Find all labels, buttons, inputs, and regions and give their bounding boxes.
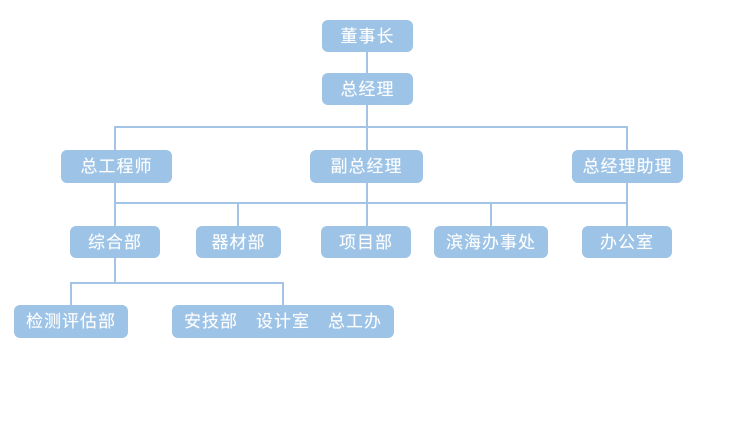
connector-line-vertical bbox=[366, 183, 368, 226]
org-node-safety-design-chief: 安技部 设计室 总工办 bbox=[172, 305, 394, 338]
connector-line-horizontal bbox=[114, 126, 628, 128]
org-node-office: 办公室 bbox=[582, 226, 672, 258]
org-node-project-dept: 项目部 bbox=[321, 226, 411, 258]
connector-line-vertical bbox=[282, 283, 284, 305]
org-node-testing-evaluation-dept: 检测评估部 bbox=[14, 305, 128, 338]
connector-line-vertical bbox=[237, 203, 239, 226]
connector-line-vertical bbox=[114, 183, 116, 226]
connector-line-horizontal bbox=[70, 282, 284, 284]
connector-line-vertical bbox=[626, 183, 628, 226]
connector-line-horizontal bbox=[114, 202, 628, 204]
org-node-general-manager: 总经理 bbox=[322, 73, 413, 105]
connector-line-vertical bbox=[626, 127, 628, 150]
org-node-gm-assistant: 总经理助理 bbox=[572, 150, 683, 183]
connector-line-vertical bbox=[366, 105, 368, 127]
org-node-chief-engineer: 总工程师 bbox=[61, 150, 172, 183]
org-node-general-dept: 综合部 bbox=[70, 226, 160, 258]
org-node-chairman: 董事长 bbox=[322, 20, 413, 52]
connector-line-vertical bbox=[114, 127, 116, 150]
org-node-equipment-dept: 器材部 bbox=[196, 226, 281, 258]
org-node-binhai-office: 滨海办事处 bbox=[434, 226, 548, 258]
connector-line-vertical bbox=[490, 203, 492, 226]
org-node-deputy-general-manager: 副总经理 bbox=[310, 150, 423, 183]
connector-line-vertical bbox=[114, 258, 116, 283]
connector-line-vertical bbox=[70, 283, 72, 305]
connector-line-vertical bbox=[366, 127, 368, 150]
connector-line-vertical bbox=[366, 52, 368, 73]
